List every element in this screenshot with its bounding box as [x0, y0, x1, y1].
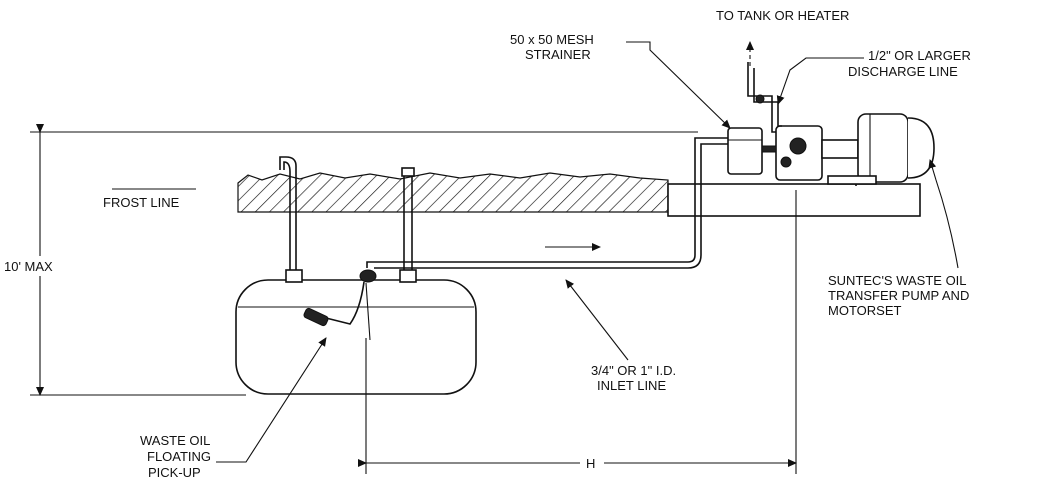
discharge-text-2: DISCHARGE LINE — [848, 64, 958, 79]
floating-pickup — [303, 281, 371, 341]
strainer-text-2: STRAINER — [525, 47, 591, 62]
pickup-text-2: FLOATING — [147, 449, 211, 464]
motor — [827, 113, 935, 186]
discharge-text-1: 1/2" OR LARGER — [868, 48, 971, 63]
mesh-strainer — [727, 127, 763, 175]
discharge-callout: 1/2" OR LARGER DISCHARGE LINE — [776, 48, 971, 105]
frost-line-label: FROST LINE — [103, 188, 196, 210]
tank-body — [235, 279, 477, 395]
discharge-line — [746, 41, 782, 133]
pickup-text-1: WASTE OIL — [140, 433, 210, 448]
inlet-valve — [359, 269, 377, 283]
horizontal-distance-dimension: H — [358, 190, 797, 474]
inlet-text-1: 3/4" OR 1" I.D. — [591, 363, 676, 378]
pump-base — [827, 175, 877, 185]
pump-text-2: TRANSFER PUMP AND — [828, 288, 969, 303]
inlet-callout: 3/4" OR 1" I.D. INLET LINE — [565, 279, 676, 393]
max-depth-text: 10' MAX — [4, 259, 53, 274]
transfer-pump — [761, 125, 859, 181]
max-label-bg — [2, 256, 78, 276]
vent-pipe — [279, 156, 297, 270]
ground-hatch — [237, 172, 669, 213]
strainer-callout: 50 x 50 MESH STRAINER — [510, 32, 731, 129]
pump-text-3: MOTORSET — [828, 303, 901, 318]
inlet-line — [359, 137, 728, 283]
strainer-text-1: 50 x 50 MESH — [510, 32, 594, 47]
pump-text-1: SUNTEC'S WASTE OIL — [828, 273, 967, 288]
max-depth-dimension: 10' MAX — [2, 124, 698, 396]
foundation-slab — [667, 183, 921, 217]
frost-line-text: FROST LINE — [103, 195, 180, 210]
fill-pipe — [401, 167, 415, 270]
to-tank-text: TO TANK OR HEATER — [716, 8, 849, 23]
tank-fitting-right — [399, 269, 417, 283]
pickup-text-3: PICK-UP — [148, 465, 201, 480]
pickup-callout: WASTE OIL FLOATING PICK-UP — [140, 337, 327, 480]
h-text: H — [586, 456, 595, 471]
tank-fitting-left — [285, 269, 303, 283]
waste-oil-tank — [235, 269, 477, 395]
inlet-text-2: INLET LINE — [597, 378, 666, 393]
pump-callout: SUNTEC'S WASTE OIL TRANSFER PUMP AND MOT… — [828, 159, 969, 318]
